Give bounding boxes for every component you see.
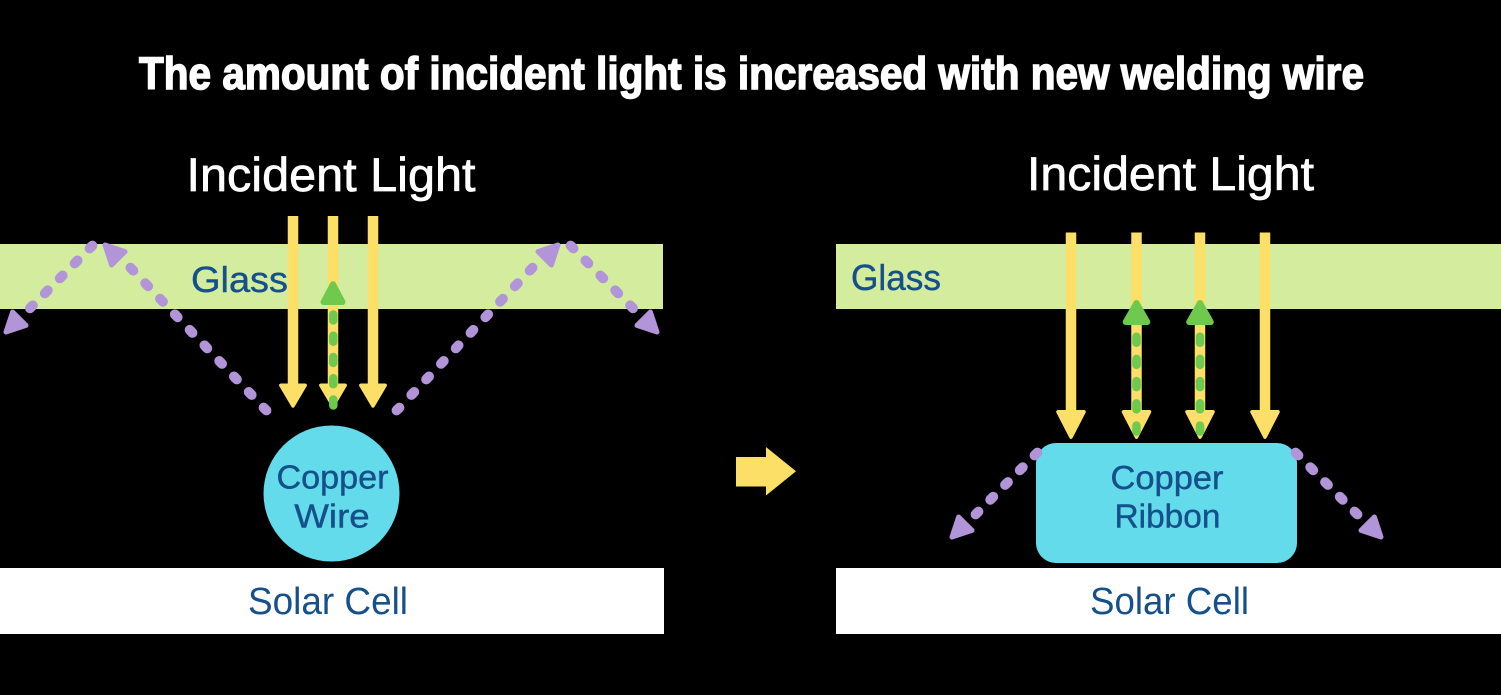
- svg-text:Copper: Copper: [277, 460, 389, 497]
- svg-text:Incident Light: Incident Light: [1027, 147, 1314, 200]
- svg-text:Copper: Copper: [1111, 460, 1224, 497]
- svg-text:Ribbon: Ribbon: [1115, 499, 1221, 536]
- svg-text:Incident Light: Incident Light: [187, 148, 476, 201]
- svg-text:Glass: Glass: [851, 257, 941, 298]
- svg-text:Wire: Wire: [294, 499, 370, 536]
- svg-text:Glass: Glass: [191, 259, 288, 300]
- svg-text:The amount of incident light i: The amount of incident light is increase…: [139, 48, 1364, 99]
- svg-text:Solar Cell: Solar Cell: [1090, 581, 1249, 623]
- svg-text:Solar Cell: Solar Cell: [248, 581, 408, 623]
